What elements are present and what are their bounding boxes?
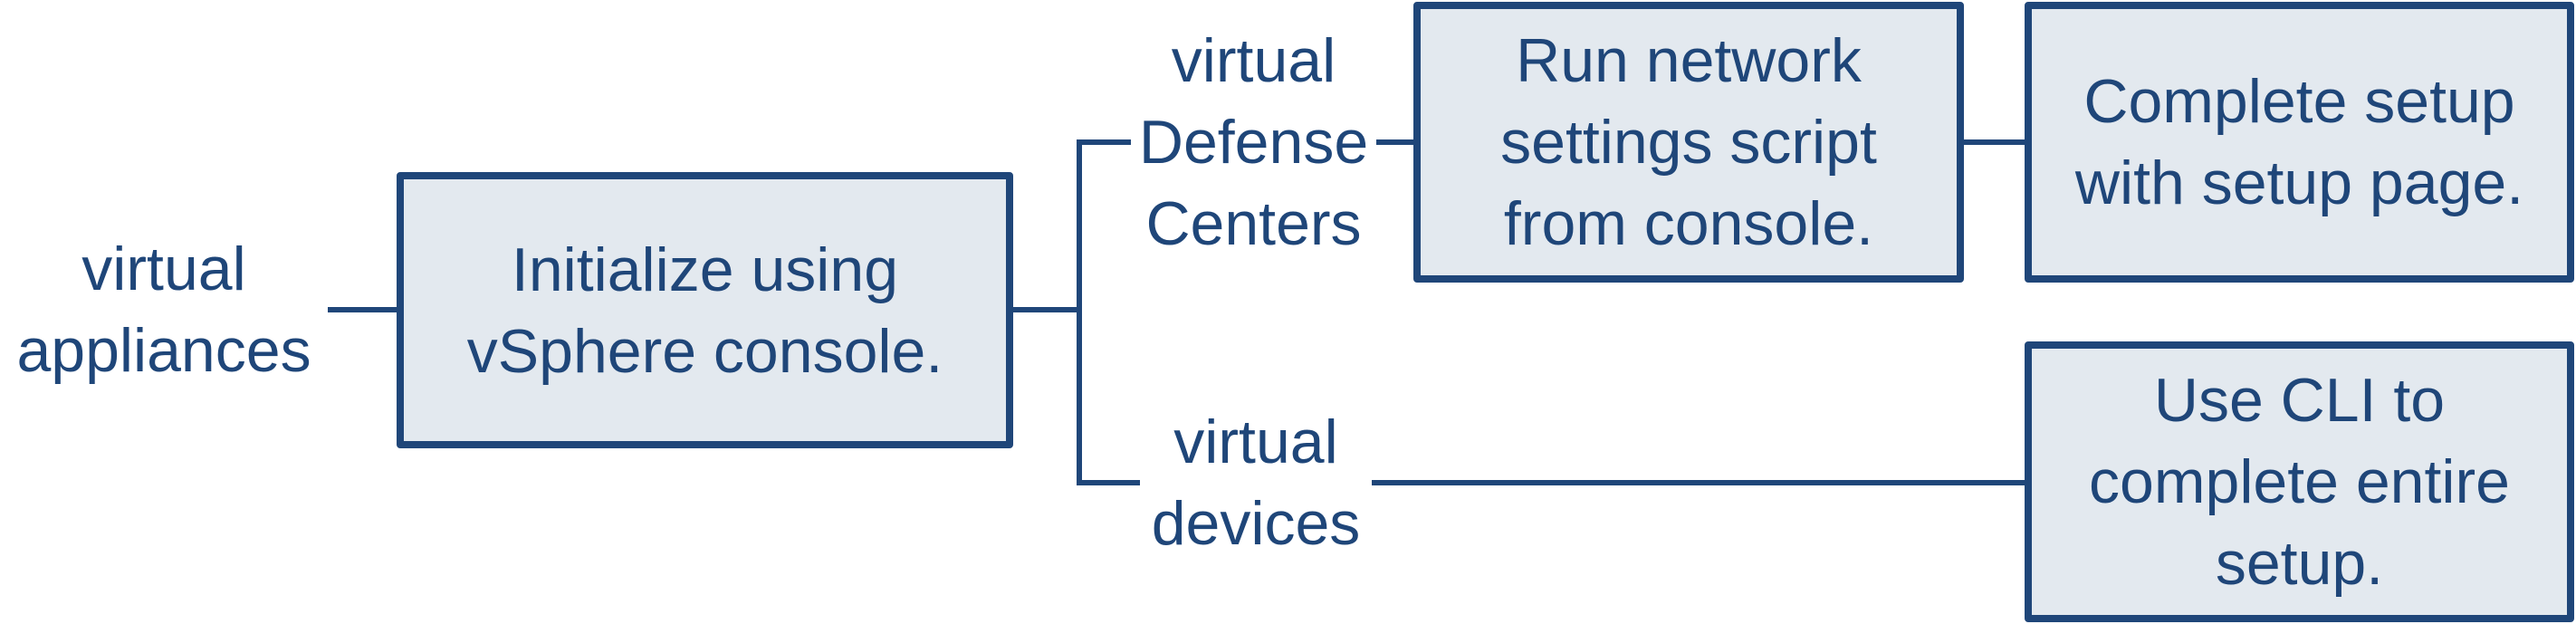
node-run-script-line-1: Run network [1516,26,1862,95]
node-complete-setup-line-2: with setup page. [2074,149,2524,217]
connector-root-to-initialize [328,307,400,312]
node-virtual-appliances: virtual appliances [0,228,328,391]
connector-script-to-setup-page [1960,139,2028,145]
node-defense-centers-line-1: virtual [1171,26,1336,95]
node-complete-setup-line-1: Complete setup [2083,67,2515,136]
node-use-cli-line-1: Use CLI to [2153,366,2446,435]
node-virtual-devices-line-2: devices [1151,489,1361,558]
node-virtual-appliances-line-2: appliances [16,316,311,385]
node-use-cli-line-2: complete entire [2089,447,2510,516]
node-virtual-appliances-line-1: virtual [81,235,246,303]
node-use-cli-line-3: setup. [2215,529,2384,598]
node-run-script-line-2: settings script [1500,108,1877,177]
node-initialize-line-2: vSphere console. [466,316,943,386]
connector-devices-to-cli [1372,480,2028,485]
node-defense-centers-line-2: Defense [1138,108,1369,177]
node-use-cli: Use CLI to complete entire setup. [2025,341,2574,622]
node-virtual-devices-line-1: virtual [1173,408,1338,476]
node-run-script-line-3: from console. [1503,189,1874,258]
node-virtual-devices: virtual devices [1140,401,1372,564]
node-run-network-script: Run network settings script from console… [1413,2,1964,283]
connector-branch-to-devices [1077,480,1140,485]
node-virtual-defense-centers: virtual Defense Centers [1131,20,1376,264]
node-complete-setup-page: Complete setup with setup page. [2025,2,2574,283]
connector-initialize-to-branch [1010,307,1082,312]
node-initialize-line-1: Initialize using [511,235,899,304]
connector-dc-to-script [1376,139,1417,145]
connector-branch-vertical [1077,139,1082,485]
connector-branch-to-dc [1077,139,1131,145]
node-defense-centers-line-3: Centers [1145,189,1362,258]
node-initialize-vsphere: Initialize using vSphere console. [397,172,1013,448]
